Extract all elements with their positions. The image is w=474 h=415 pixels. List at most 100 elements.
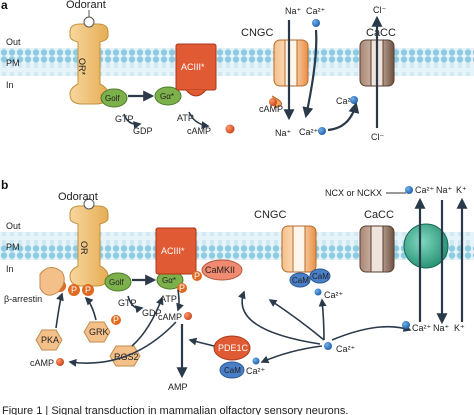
gdp-label-a: GDP bbox=[133, 126, 153, 136]
or-label-a: OR* bbox=[77, 58, 87, 76]
ca-ion-pde bbox=[252, 357, 260, 365]
na-out-label-a: Na⁺ bbox=[285, 6, 302, 16]
k-in-right-label: K⁺ bbox=[454, 323, 465, 333]
camp-left-label: cAMP bbox=[30, 358, 54, 368]
label-in-b: In bbox=[6, 264, 14, 274]
na-in-label-a: Na⁺ bbox=[275, 128, 292, 138]
camp-left-molecule bbox=[56, 358, 64, 366]
label-out-b: Out bbox=[6, 221, 21, 231]
panel-a-letter: a bbox=[1, 0, 8, 12]
label-pm-b: PM bbox=[6, 242, 20, 252]
aciii-label-b: ACIII* bbox=[161, 246, 185, 256]
phospho-site-3 bbox=[82, 284, 94, 296]
camp-label-b: cAMP bbox=[158, 312, 182, 322]
camp-molecule-b bbox=[184, 312, 192, 320]
pde1c-label: PDE1C bbox=[218, 343, 249, 353]
na-in-right-label: Na⁺ bbox=[433, 323, 450, 333]
pka-kinase bbox=[35, 329, 63, 351]
ca-label-pde: Ca²⁺ bbox=[246, 366, 266, 376]
panel-b: b Out PM In OR Odorant P P P β-arrestin … bbox=[0, 178, 474, 392]
gdp-label-b: GDP bbox=[142, 308, 162, 318]
p-mark-4: P bbox=[179, 283, 185, 293]
cacc-label-b: CaCC bbox=[364, 209, 394, 221]
cam-pde bbox=[219, 361, 245, 379]
phospho-grk bbox=[111, 315, 121, 325]
ca-out-label-a: Ca²⁺ bbox=[306, 6, 326, 16]
ca-cacc-label-a: Ca²⁺ bbox=[336, 96, 356, 106]
ca-ion-central bbox=[324, 342, 332, 350]
camp-product-label-a: cAMP bbox=[187, 126, 211, 136]
cam-label-cngc-1: CaM bbox=[292, 276, 309, 285]
cam-cngc-1 bbox=[289, 272, 311, 288]
phospho-aciii bbox=[192, 271, 202, 281]
plasma-membrane-a bbox=[0, 48, 474, 76]
cam-label-pde: CaM bbox=[224, 366, 241, 375]
p-mark-3: P bbox=[85, 285, 91, 295]
rgs2-label: RGS2 bbox=[114, 352, 139, 362]
cam-label-cngc-2: CaM bbox=[312, 272, 329, 281]
grk-label: GRK bbox=[89, 327, 109, 337]
camkii-kinase bbox=[201, 259, 243, 281]
ncx-label: NCX or NCKX bbox=[325, 188, 382, 198]
pka-label: PKA bbox=[41, 335, 59, 345]
ca-label-cngc: Ca²⁺ bbox=[324, 290, 344, 300]
aciii-enzyme-b bbox=[155, 227, 197, 275]
cngc-channel-b bbox=[281, 225, 317, 273]
ca-in-label-a: Ca²⁺ bbox=[299, 127, 319, 137]
ca-ion-exch-in bbox=[402, 321, 410, 329]
beta-arrestin-shape bbox=[39, 267, 65, 296]
ca-out-right-label: Ca²⁺ bbox=[415, 185, 435, 195]
label-in-a: In bbox=[6, 80, 14, 90]
phospho-galpha bbox=[177, 283, 187, 293]
g-olf-label-a: Golf bbox=[105, 94, 120, 103]
gtp-label-a: GTP bbox=[115, 114, 134, 124]
g-olf-a bbox=[100, 88, 128, 108]
cngc-channel-a bbox=[273, 39, 309, 87]
camkii-label: CaMKII bbox=[205, 265, 235, 275]
odorant-label-a: Odorant bbox=[66, 0, 106, 11]
g-olf-label-b: Golf bbox=[109, 278, 124, 287]
or-label-b: OR bbox=[79, 241, 89, 255]
p-mark-2: P bbox=[71, 285, 77, 295]
label-pm-a: PM bbox=[6, 58, 20, 68]
ca-ion-cacc-a bbox=[350, 96, 358, 104]
gtp-label-b: GTP bbox=[118, 298, 137, 308]
cacc-label-a: CaCC bbox=[366, 27, 396, 39]
cngc-label-b: CNGC bbox=[254, 209, 286, 221]
cam-cngc-2 bbox=[309, 268, 331, 284]
k-out-right-label: K⁺ bbox=[456, 185, 467, 195]
ca-ion-cngc bbox=[314, 288, 322, 296]
beta-arrestin-label: β-arrestin bbox=[4, 294, 42, 304]
p-mark-5: P bbox=[113, 315, 119, 325]
cl-in-label-a: Cl⁻ bbox=[371, 132, 384, 142]
atp-label-b: ATP bbox=[160, 294, 177, 304]
plasma-membrane-b bbox=[0, 232, 474, 260]
cacc-channel-b bbox=[359, 225, 395, 273]
phospho-site-2 bbox=[68, 284, 80, 296]
cngc-label-a: CNGC bbox=[241, 27, 273, 39]
camp-in-label-a: cAMP bbox=[259, 104, 283, 114]
g-alpha-label-b: Gα* bbox=[162, 276, 176, 285]
camp-molecule-a bbox=[225, 124, 235, 134]
odorant-label-b: Odorant bbox=[58, 191, 98, 203]
aciii-label-a: ACIII* bbox=[181, 62, 205, 72]
g-olf-b bbox=[104, 272, 132, 292]
panel-b-letter: b bbox=[1, 178, 8, 192]
g-alpha-label-a: Gα* bbox=[160, 92, 174, 101]
cl-out-label-a: Cl⁻ bbox=[373, 5, 386, 15]
na-out-right-label: Na⁺ bbox=[436, 185, 453, 195]
ca-ion-exch-out bbox=[405, 186, 413, 194]
label-out-a: Out bbox=[6, 37, 21, 47]
grk-kinase bbox=[83, 321, 111, 343]
g-alpha-a bbox=[154, 86, 182, 106]
ncx-exchanger bbox=[403, 223, 449, 269]
ca-ion-in-a bbox=[318, 127, 326, 135]
panel-a: a Out PM In OR* Odorant Golf Gα* GTP GDP… bbox=[0, 0, 474, 142]
figure-caption: Figure 1 | Signal transduction in mammal… bbox=[2, 405, 348, 415]
odorant-molecule-b bbox=[83, 198, 95, 210]
camp-bound-a bbox=[269, 98, 277, 106]
atp-label-a: ATP bbox=[177, 113, 194, 123]
p-mark-6: P bbox=[194, 271, 200, 281]
